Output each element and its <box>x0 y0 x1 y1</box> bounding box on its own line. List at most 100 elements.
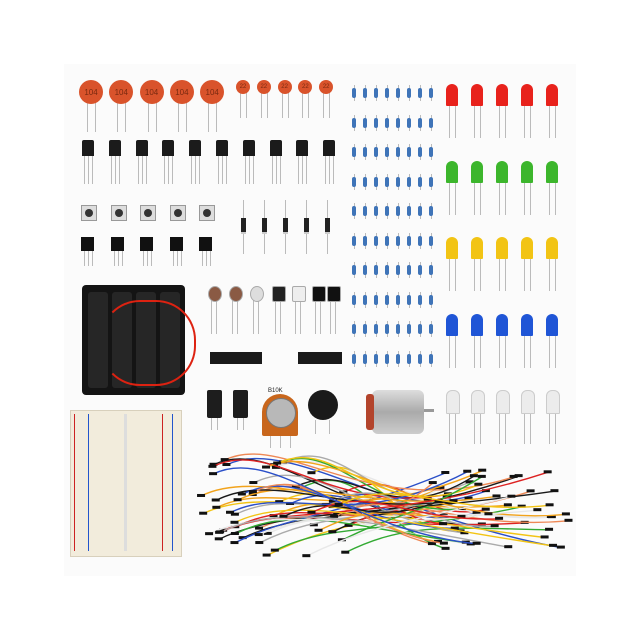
lead <box>455 182 456 215</box>
ir-receiver <box>81 237 94 251</box>
resistor <box>429 117 433 128</box>
wire-connector <box>333 512 342 516</box>
diode <box>304 218 309 234</box>
wire-connector <box>271 465 280 469</box>
wire-connector <box>466 542 475 546</box>
resistor <box>385 147 389 157</box>
tactile-button <box>140 205 156 221</box>
lead <box>455 412 456 444</box>
jumper-wire <box>226 457 561 549</box>
lead <box>474 412 475 444</box>
led-yellow <box>521 237 533 259</box>
resistor <box>418 88 422 98</box>
resistor <box>429 235 433 246</box>
wire-connector <box>465 480 474 484</box>
lead <box>217 418 218 430</box>
lead <box>295 300 296 334</box>
resistor <box>363 147 367 157</box>
lead <box>141 156 143 184</box>
lead <box>240 90 241 118</box>
motor-endcap <box>366 394 374 430</box>
wire-connector <box>249 481 258 485</box>
sensor <box>250 286 264 302</box>
led-white <box>471 390 485 414</box>
led-red <box>546 84 558 106</box>
power-rail <box>162 414 163 551</box>
wire-connector <box>441 546 450 550</box>
potentiometer-label: B10K <box>268 388 283 394</box>
led-green <box>446 160 458 183</box>
lead <box>271 156 273 184</box>
wire-connector <box>230 520 239 524</box>
wire-connector <box>220 458 229 462</box>
transistor <box>108 140 121 156</box>
wire-connector <box>457 514 466 518</box>
ceramic-capacitor: 104 <box>200 80 225 104</box>
wire-connector <box>307 510 316 514</box>
ic-chip <box>298 352 342 364</box>
lead <box>505 335 506 368</box>
diode <box>262 218 267 234</box>
resistor <box>385 324 389 334</box>
lead <box>87 100 88 132</box>
electrolytic-capacitor <box>207 390 222 418</box>
wire-connector <box>248 490 257 494</box>
jumper-wire <box>344 527 550 554</box>
wire-connector <box>428 481 437 485</box>
lead <box>110 156 112 184</box>
lead <box>168 156 170 184</box>
resistor <box>418 235 422 246</box>
wire-connector <box>550 489 559 493</box>
resistor <box>418 176 422 187</box>
resistor <box>374 147 378 157</box>
wire-connector <box>291 484 300 488</box>
lead <box>118 156 120 184</box>
wire-connector <box>263 531 272 535</box>
resistor <box>418 353 422 364</box>
lead <box>180 250 182 266</box>
resistor <box>396 353 400 364</box>
resistor <box>396 88 400 98</box>
lead <box>260 90 262 118</box>
wire-connector <box>222 463 231 467</box>
transistor <box>269 140 282 156</box>
lead <box>195 156 197 184</box>
resistor <box>396 294 400 305</box>
wire-connector <box>439 522 448 526</box>
resistor <box>396 206 400 216</box>
lead <box>246 90 247 118</box>
wire-connector <box>230 512 239 516</box>
wire-connector <box>341 550 350 554</box>
resistor <box>352 88 356 98</box>
lead <box>210 250 211 266</box>
lead <box>172 156 174 184</box>
sensor <box>312 286 326 302</box>
wire-connector <box>205 532 214 536</box>
resistor <box>363 117 367 128</box>
resistor <box>363 176 367 187</box>
resistor <box>374 235 378 246</box>
led-white <box>496 390 510 414</box>
wire-connector <box>427 542 436 546</box>
wire-connector <box>273 461 282 465</box>
ceramic-capacitor: 104 <box>169 80 194 104</box>
lead <box>281 90 283 118</box>
wire-connector <box>237 492 246 496</box>
resistor <box>374 88 378 98</box>
lead <box>499 259 500 291</box>
resistor <box>396 117 400 128</box>
resistor <box>363 324 367 334</box>
lead <box>499 335 500 368</box>
lead <box>505 412 506 444</box>
wire-connector <box>309 523 318 527</box>
wire-connector <box>211 498 220 502</box>
wire-connector <box>495 516 504 520</box>
red-wire <box>100 300 196 386</box>
lead <box>455 106 456 138</box>
lead <box>449 412 450 444</box>
resistor <box>418 294 422 305</box>
resistor <box>385 88 389 98</box>
wire-connector <box>444 501 453 505</box>
resistor <box>374 353 378 364</box>
led-yellow <box>471 237 483 259</box>
